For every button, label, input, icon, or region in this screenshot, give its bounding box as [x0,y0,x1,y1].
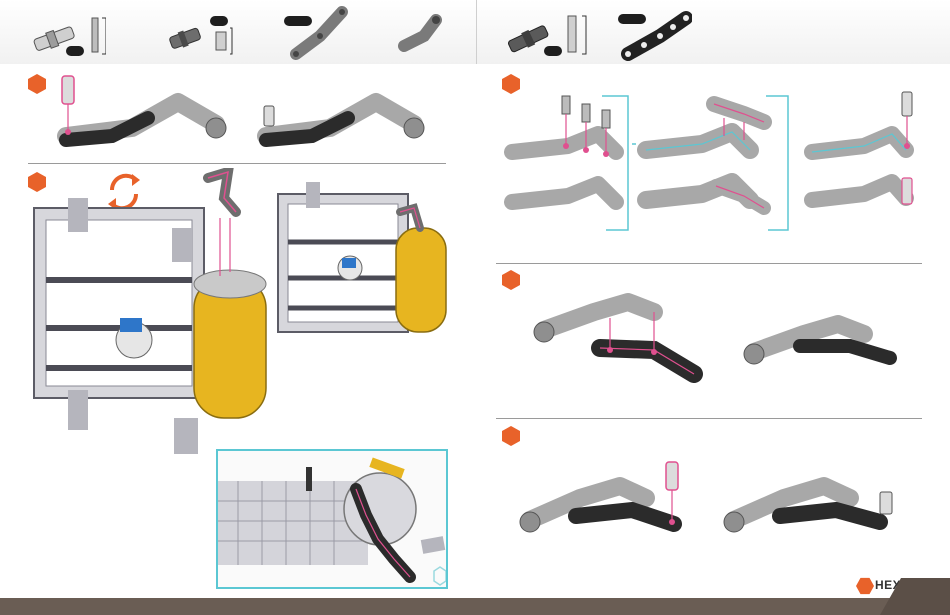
pins-into-beam-illustration [504,90,632,232]
beam-stacking-illustration [632,92,792,232]
motor-gear-detail-illustration [218,451,446,587]
motor-frame-assembly-small-illustration [274,172,452,342]
section-divider [28,163,446,164]
hexbug-logo-icon [856,577,874,595]
bent-beam-part-icon [290,6,350,62]
parts-bar [0,0,950,64]
motor-frame-assembly-illustration [24,168,284,458]
quantity-badge [210,16,228,26]
step-marker-icon [502,426,520,446]
parts-bar-divider [476,0,477,64]
step-marker-icon [28,74,46,94]
section-divider [496,263,922,264]
beam-join-before-illustration [530,288,706,392]
detail-inset-panel [216,449,448,589]
view-cube-icon [434,567,446,585]
quantity-badge [544,46,562,56]
axle-pin-insert-illustration [800,88,924,228]
angle-connector-part-icon [396,10,446,60]
final-pin-after-illustration [720,474,906,538]
final-pin-before-illustration [516,458,692,540]
dark-bent-beam-part-icon [620,10,692,62]
beam-join-after-illustration [740,312,900,374]
quantity-badge [66,46,84,56]
step-marker-icon [502,270,520,290]
beam-assembly-after-illustration [254,78,434,154]
page-footer-band [0,598,950,615]
section-divider [496,418,922,419]
beam-assembly-before-illustration [52,70,232,156]
